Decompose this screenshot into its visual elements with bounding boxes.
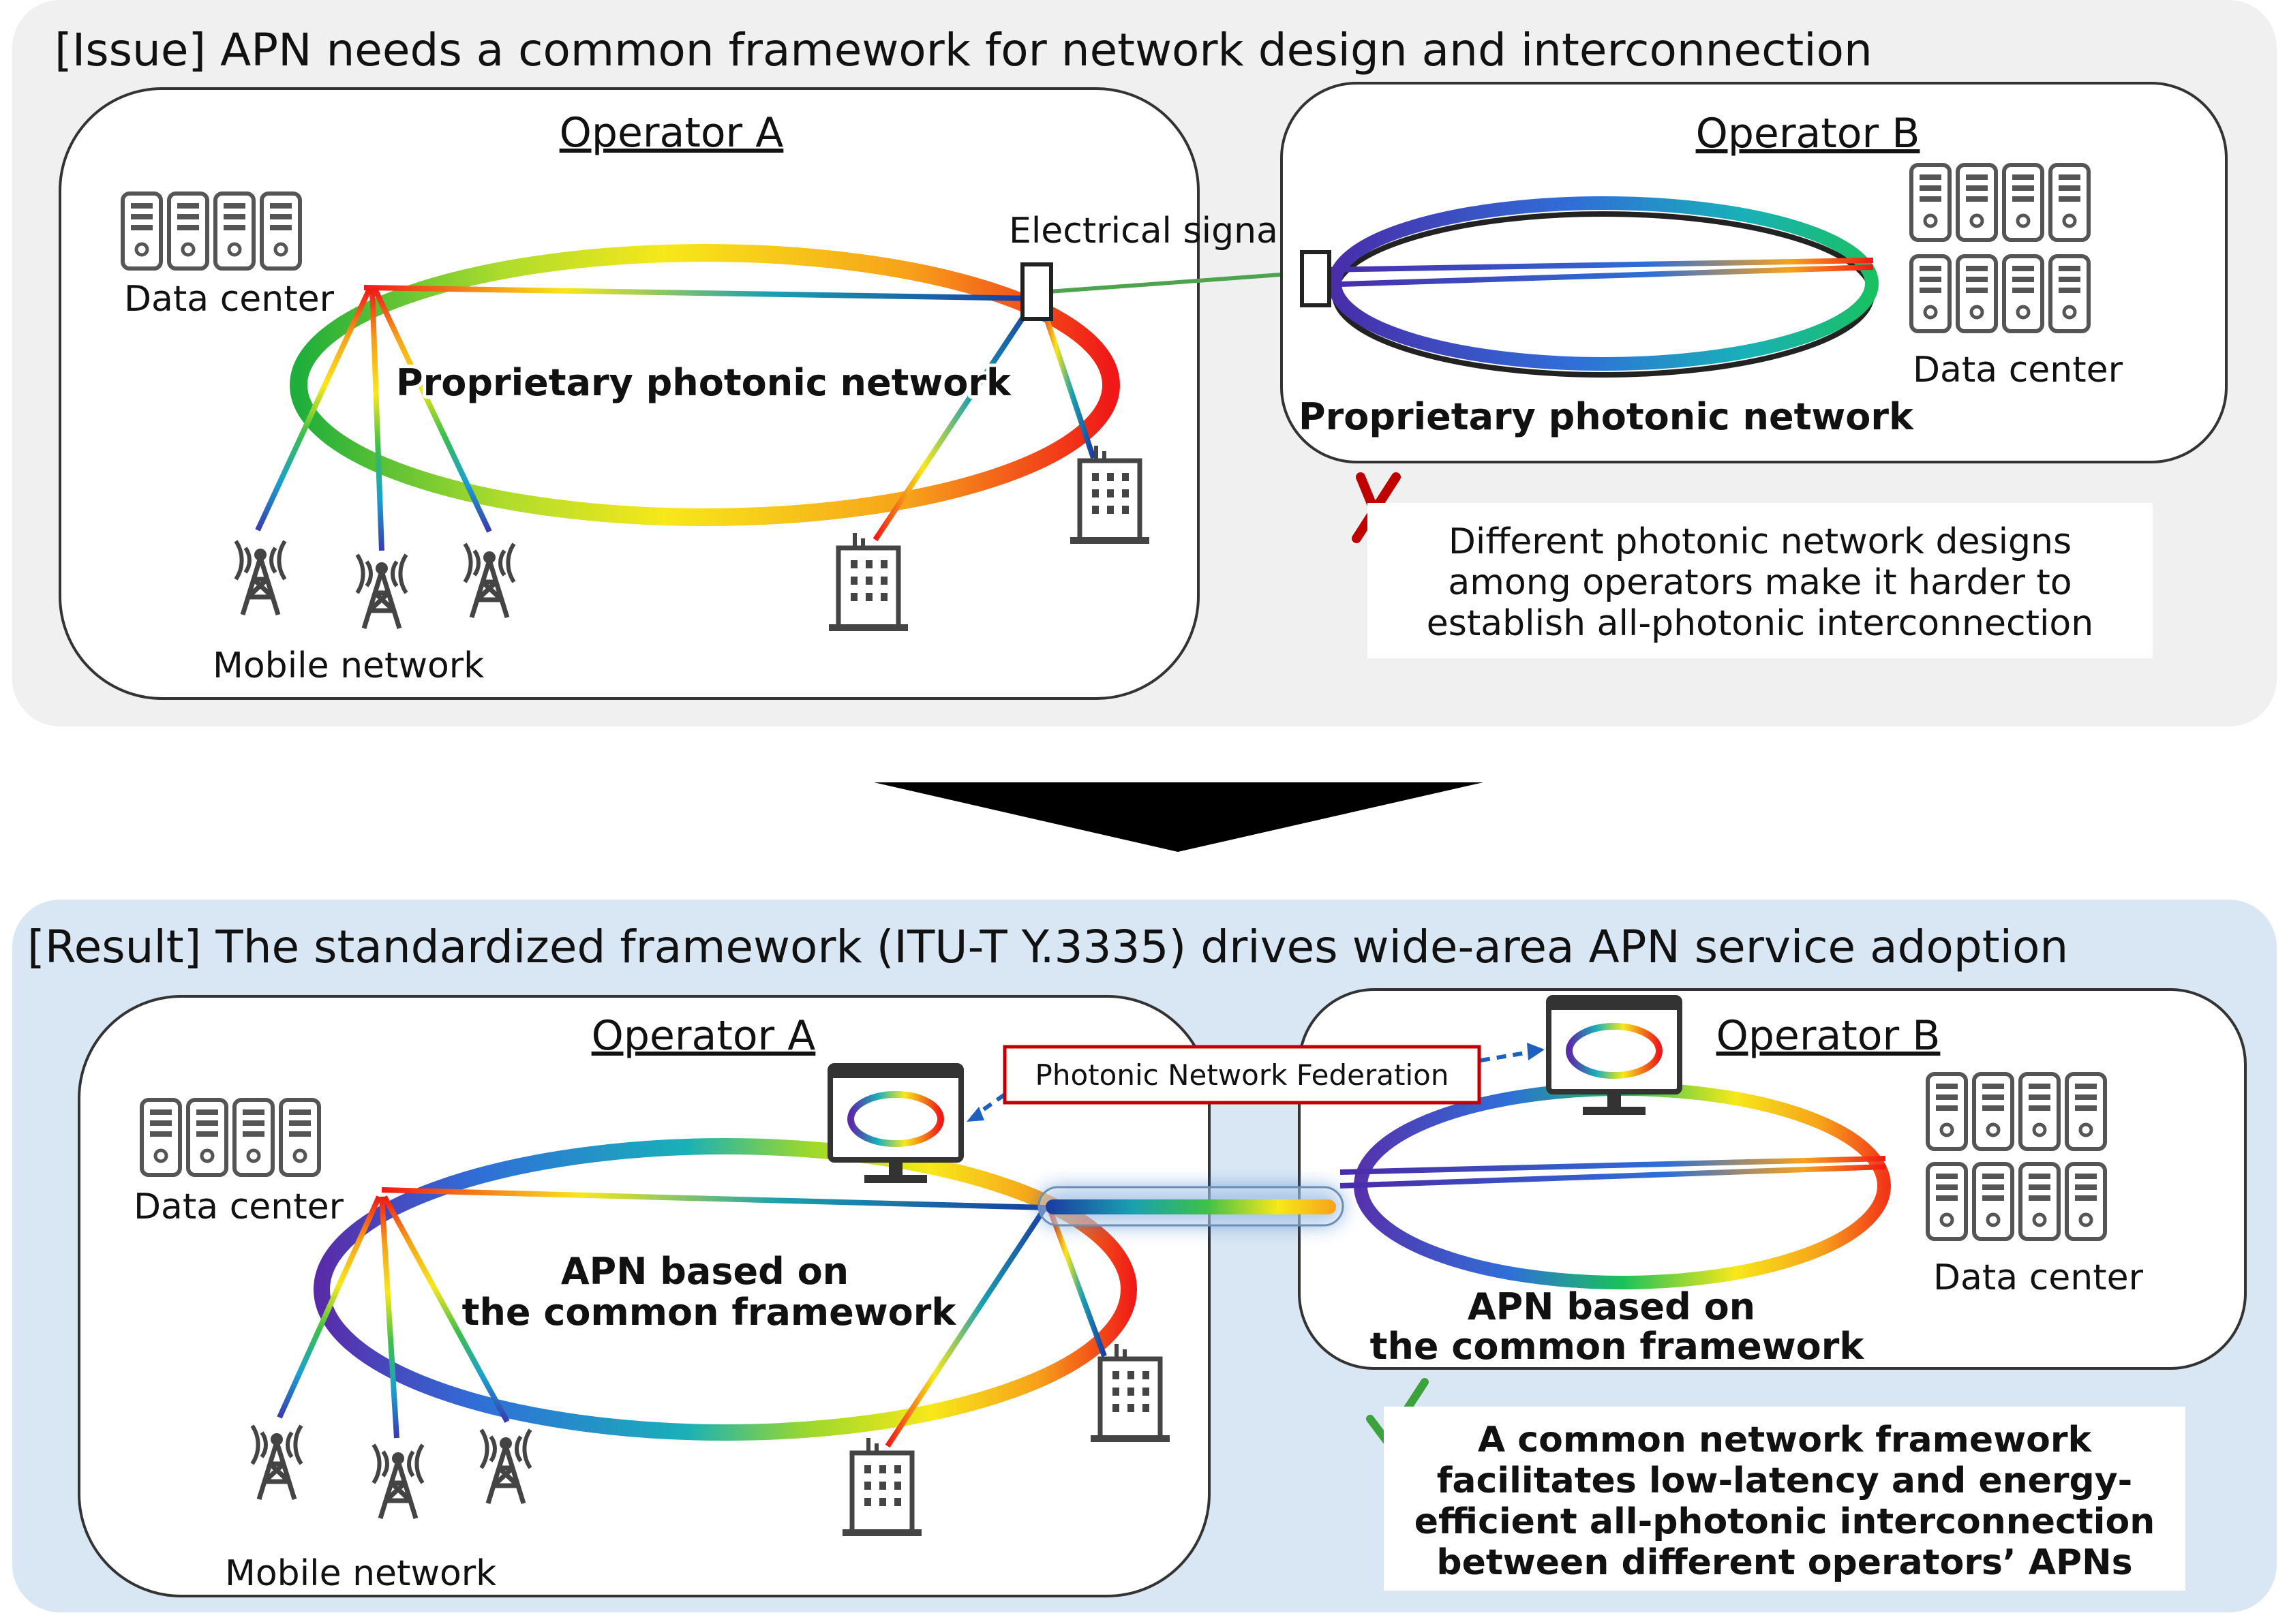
- result-a-network-label-line-2: the common framework: [462, 1291, 957, 1334]
- result-a-network-label-line-1: APN based on: [561, 1250, 849, 1293]
- result-note-line-3: efficient all-photonic interconnection: [1414, 1501, 2155, 1542]
- issue-a-network-label: Proprietary photonic network: [396, 361, 1012, 404]
- result-a-building-links: [885, 1207, 1107, 1448]
- issue-b-network-label: Proprietary photonic network: [1299, 395, 1914, 438]
- transition-arrow: [874, 782, 1483, 852]
- result-b-dc-links: [1339, 1156, 1886, 1189]
- result-a-mobile-links: [277, 1195, 510, 1439]
- all-photonic-interconnection-link: [1037, 1186, 1344, 1227]
- result-a-building-icon-1: [843, 1438, 922, 1536]
- result-a-dc-link: [381, 1187, 1046, 1210]
- issue-b-dc-links: [1319, 258, 1874, 288]
- result-a-mobile-label: Mobile network: [225, 1553, 496, 1594]
- result-operator-a-label: Operator A: [592, 1012, 816, 1060]
- issue-title: [Issue] APN needs a common framework for…: [55, 24, 1873, 76]
- result-note-box: [1384, 1407, 2185, 1591]
- result-title: [Result] The standardized framework (ITU…: [27, 921, 2068, 973]
- photonic-network-federation-box: [1003, 1045, 1481, 1105]
- issue-note-line-2: among operators make it harder to: [1448, 562, 2072, 603]
- issue-operator-a-ring: [290, 244, 1120, 526]
- federation-arrows: [967, 1043, 1545, 1122]
- result-a-building-icon-2: [1091, 1344, 1170, 1442]
- result-b-network-label-line-2: the common framework: [1370, 1325, 1865, 1368]
- electrical-signals-label: Electrical signals: [1009, 211, 1306, 251]
- issue-b-converter-node: [1300, 250, 1331, 307]
- result-operator-b-label: Operator B: [1716, 1012, 1941, 1060]
- result-a-data-center-label: Data center: [134, 1186, 344, 1227]
- issue-a-building-icon-2: [1070, 446, 1149, 544]
- issue-a-mobile-links: [255, 288, 492, 551]
- issue-note-box: [1367, 503, 2153, 658]
- issue-operator-a-box: [59, 87, 1200, 700]
- issue-a-building-icon-1: [829, 533, 908, 631]
- issue-operator-b-label: Operator B: [1696, 110, 1920, 157]
- issue-note-line-3: establish all-photonic interconnection: [1427, 603, 2093, 644]
- issue-operator-a-label: Operator A: [560, 109, 784, 157]
- issue-b-data-center-label: Data center: [1913, 350, 2123, 390]
- issue-a-dc-link: [363, 285, 1035, 301]
- issue-a-building-links: [873, 298, 1096, 542]
- result-operator-a-ring: [314, 1138, 1137, 1441]
- result-note-line-2: facilitates low-latency and energy-: [1437, 1460, 2133, 1501]
- result-b-data-center-label: Data center: [1933, 1257, 2144, 1298]
- issue-a-converter-node: [1020, 262, 1053, 321]
- result-note-line-4: between different operators’ APNs: [1436, 1542, 2132, 1583]
- result-b-network-label-line-1: APN based on: [1468, 1285, 1755, 1328]
- electrical-signal-link: [1048, 271, 1309, 294]
- issue-note-line-1: Different photonic network designs: [1449, 521, 2072, 562]
- issue-a-mobile-label: Mobile network: [213, 645, 484, 686]
- issue-a-data-center-label: Data center: [124, 279, 335, 320]
- photonic-network-federation-label: Photonic Network Federation: [1035, 1058, 1449, 1092]
- result-note-line-1: A common network framework: [1478, 1420, 2093, 1460]
